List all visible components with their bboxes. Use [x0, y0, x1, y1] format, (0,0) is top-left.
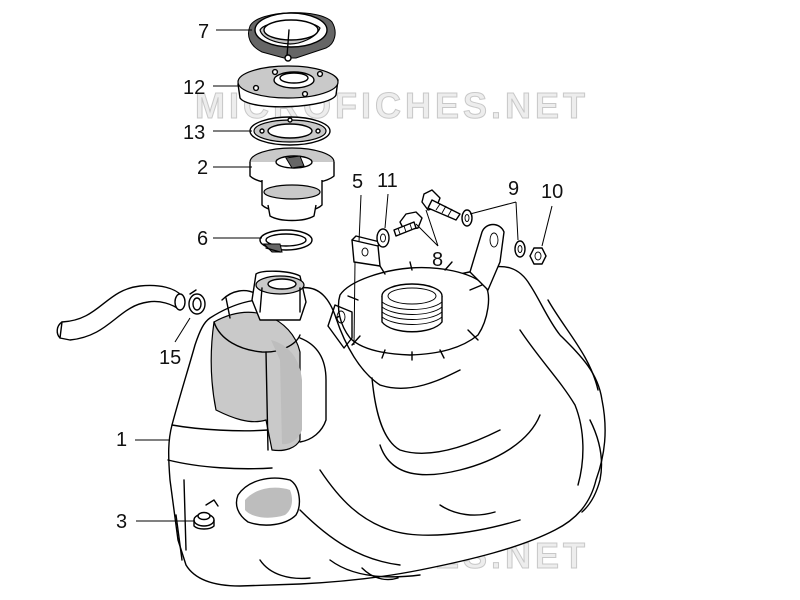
part-10-nut[interactable] [529, 247, 547, 265]
vent-hose[interactable] [56, 284, 186, 341]
label-part-12: 12 [183, 77, 205, 99]
part-7-cap-ring[interactable] [248, 12, 336, 62]
label-part-3: 3 [116, 511, 127, 533]
leader-lines [135, 29, 553, 522]
part-9-washer-left[interactable] [461, 209, 473, 227]
label-part-7: 7 [198, 21, 209, 43]
tank-mounting-bracket[interactable] [327, 223, 505, 349]
part-9-washer-right[interactable] [514, 240, 526, 258]
part-3-drain-plug[interactable] [193, 499, 219, 530]
label-part-2: 2 [197, 157, 208, 179]
fuel-sender-flange[interactable] [337, 261, 490, 361]
part-5-clip-nut[interactable] [351, 235, 381, 267]
part-15-hose-clip[interactable] [188, 289, 206, 315]
label-part-9: 9 [508, 178, 519, 200]
part-6-hose-clamp[interactable] [259, 229, 313, 253]
part-8-bolt-lower[interactable] [393, 211, 423, 237]
label-part-5: 5 [352, 171, 363, 193]
part-13-gasket[interactable] [249, 116, 331, 146]
label-part-13: 13 [183, 122, 205, 144]
part-11-washer[interactable] [376, 228, 390, 248]
label-part-10: 10 [541, 181, 563, 203]
label-part-1: 1 [116, 429, 127, 451]
part-8-bolt-upper[interactable] [421, 189, 461, 221]
label-part-6: 6 [197, 228, 208, 250]
filler-neck[interactable] [251, 270, 307, 321]
part-12-flange-plate[interactable] [237, 65, 339, 108]
label-part-15: 15 [159, 347, 181, 369]
label-part-8: 8 [432, 249, 443, 271]
part-2-filler-body[interactable] [249, 147, 335, 222]
label-part-11: 11 [377, 170, 398, 192]
